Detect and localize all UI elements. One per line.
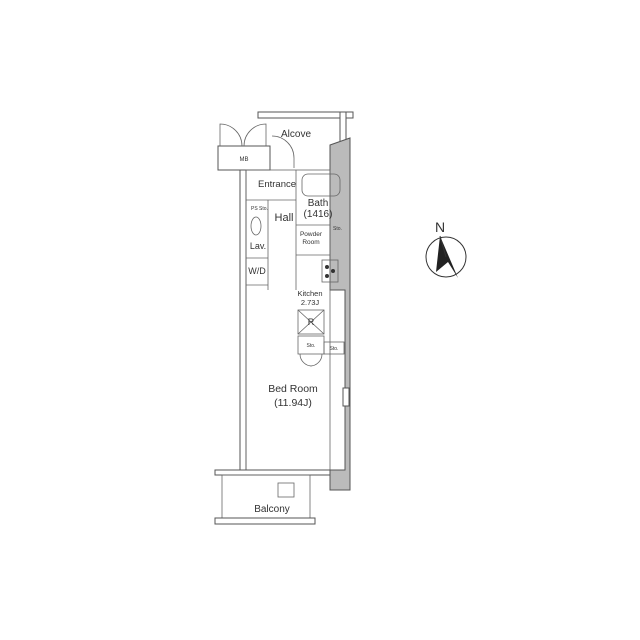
room-label-powder-room: Room xyxy=(302,239,319,246)
fridge xyxy=(297,309,325,335)
room-label-storage: Sto. xyxy=(259,206,268,212)
room-size-bath: (1416) xyxy=(304,209,333,220)
room-label-bedroom: Bed Room xyxy=(268,383,318,395)
alcove-top-wall xyxy=(257,111,354,119)
bathtub xyxy=(301,173,341,197)
stove xyxy=(321,259,339,283)
toilet xyxy=(250,216,262,236)
room-label-entrance: Entrance xyxy=(258,179,296,190)
room-label-powder: Powder xyxy=(300,231,323,238)
room-label-mb: MB xyxy=(240,157,249,163)
window xyxy=(342,387,350,407)
room-label-wd: W/D xyxy=(248,266,266,276)
evacuation-hatch xyxy=(277,482,295,498)
room-label-bath: Bath xyxy=(308,198,329,209)
north-arrow-icon: N xyxy=(425,219,467,278)
room-label-alcove: Alcove xyxy=(281,129,311,140)
room-label-hall: Hall xyxy=(275,212,294,224)
storage-right xyxy=(323,341,345,355)
room-size-kitchen: 2.73J xyxy=(301,298,320,307)
room-label-kitchen: Kitchen xyxy=(297,289,322,298)
room-label-lav: Lav. xyxy=(250,241,266,251)
storage-door-swing xyxy=(299,353,323,367)
room-label-storage: Sto. xyxy=(330,346,339,352)
room-label-storage: Sto. xyxy=(307,343,316,349)
room-label-balcony: Balcony xyxy=(254,504,290,515)
left-outer-wall xyxy=(239,169,247,471)
fridge-label: R xyxy=(308,317,315,327)
mb-door-swing xyxy=(219,123,267,147)
balcony-rail-bottom xyxy=(214,517,316,525)
balcony-rail-top xyxy=(214,469,331,476)
compass-north-label: N xyxy=(435,219,445,235)
room-size-bedroom: (11.94J) xyxy=(274,397,312,409)
entrance-door-swing xyxy=(271,135,295,168)
room-label-ps: PS xyxy=(251,206,258,212)
room-label-storage: Sto. xyxy=(333,226,342,232)
